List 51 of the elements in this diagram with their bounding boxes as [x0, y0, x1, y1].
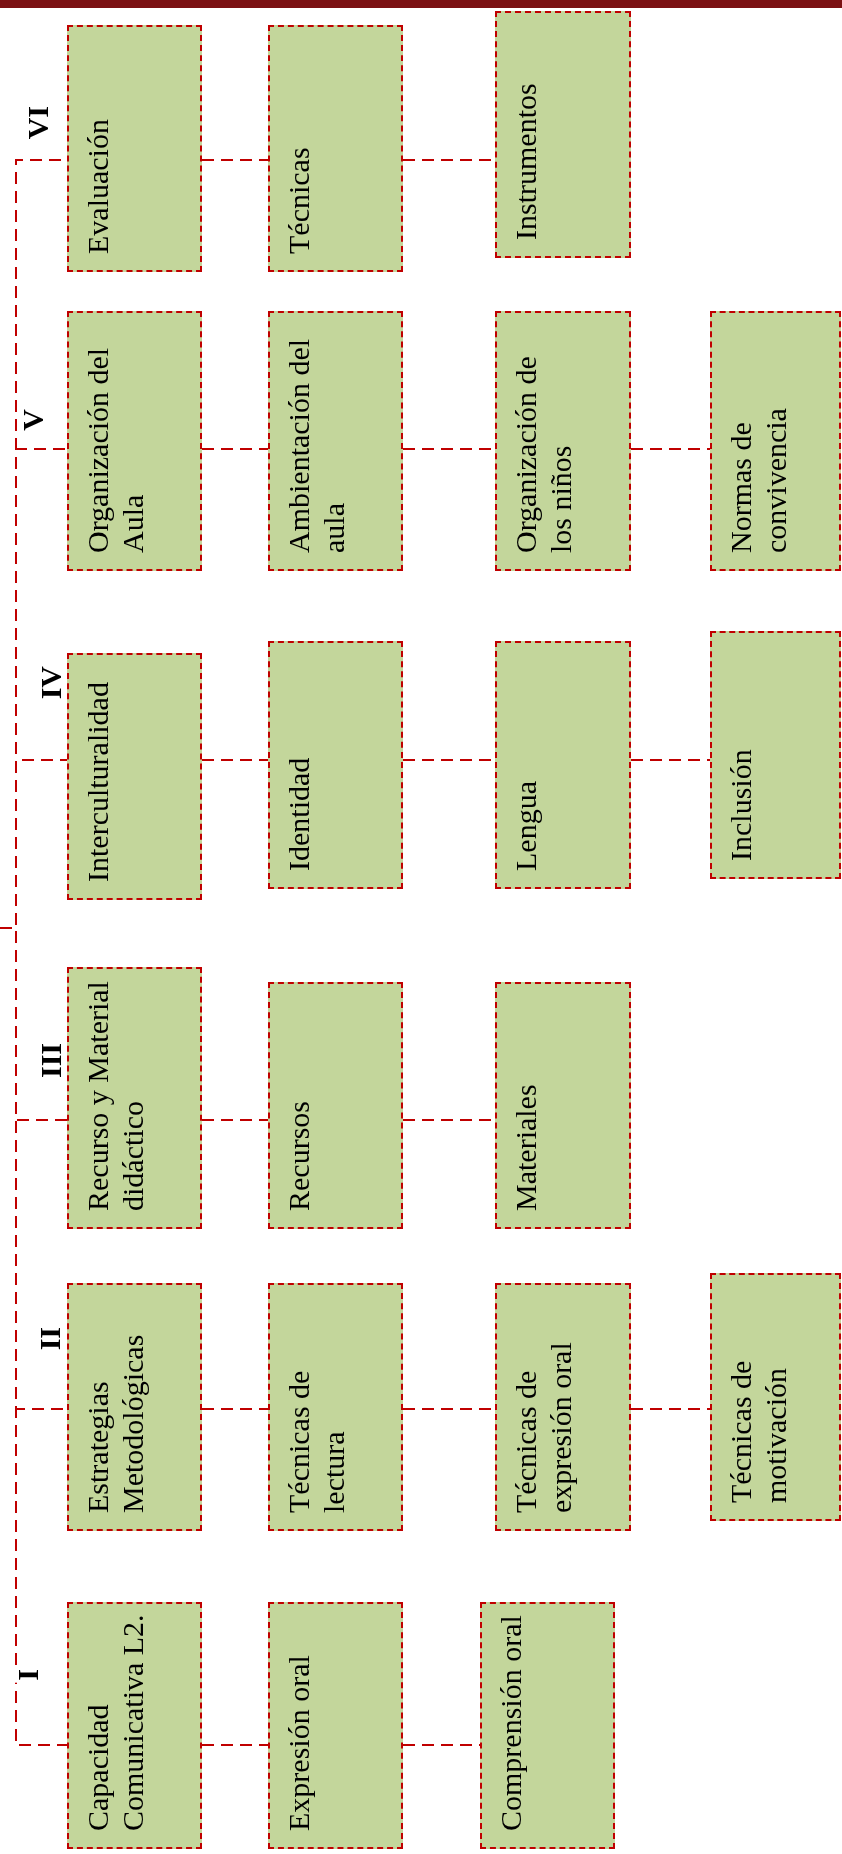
- box-label: Capacidad Comunicativa L2.: [81, 1614, 149, 1831]
- connector-line: [201, 1744, 269, 1746]
- concept-box: [67, 25, 202, 272]
- box-label: Organización de los niños: [509, 356, 577, 553]
- concept-box: [495, 982, 631, 1229]
- concept-box: [67, 1602, 202, 1849]
- concept-box: [268, 25, 403, 272]
- box-label: Técnicas de expresión oral: [509, 1342, 577, 1513]
- connector-line: [201, 448, 269, 450]
- connector-line: [630, 448, 711, 450]
- box-label: Materiales: [509, 1084, 542, 1211]
- connector-line: [201, 1119, 269, 1121]
- connector-line: [201, 1408, 269, 1410]
- box-label: Ambientación del aula: [282, 338, 350, 553]
- concept-box: [480, 1602, 615, 1849]
- concept-box: [268, 311, 403, 571]
- connector-line: [630, 759, 711, 761]
- box-label: Evaluación: [81, 119, 114, 254]
- box-label: Organización del Aula: [81, 347, 149, 553]
- concept-box: [67, 311, 202, 571]
- box-label: Expresión oral: [282, 1655, 315, 1831]
- box-label: Comprensión oral: [494, 1615, 527, 1831]
- box-label: Lengua: [509, 781, 542, 871]
- concept-box: [710, 311, 841, 571]
- box-label: Técnicas: [282, 147, 315, 254]
- box-label: Normas de convivencia: [724, 408, 792, 553]
- box-label: Instrumentos: [509, 83, 542, 240]
- concept-box: [268, 1283, 403, 1531]
- concept-box: [710, 631, 841, 879]
- concept-box: [495, 641, 631, 889]
- box-label: Interculturalidad: [81, 682, 114, 882]
- box-label: Estrategias Metodológicas: [81, 1334, 149, 1513]
- connector-line: [201, 159, 269, 161]
- concept-box: [67, 653, 202, 900]
- concept-box: [495, 311, 631, 571]
- connector-line: [201, 759, 269, 761]
- box-label: Técnicas de motivación: [724, 1360, 792, 1503]
- connector-line: [630, 1408, 711, 1410]
- concept-box: [495, 1283, 631, 1531]
- box-label: Inclusión: [724, 749, 757, 861]
- concept-box: [268, 1602, 403, 1849]
- box-label: Técnicas de lectura: [282, 1370, 350, 1513]
- box-label: Recurso y Material didáctico: [81, 981, 149, 1211]
- concept-box: [710, 1273, 841, 1521]
- concept-box: [67, 967, 202, 1229]
- concept-box: [495, 11, 631, 258]
- box-label: Recursos: [282, 1101, 315, 1211]
- concept-box: [67, 1283, 202, 1531]
- concept-box: [268, 641, 403, 889]
- box-label: Identidad: [282, 757, 315, 871]
- concept-box: [268, 982, 403, 1229]
